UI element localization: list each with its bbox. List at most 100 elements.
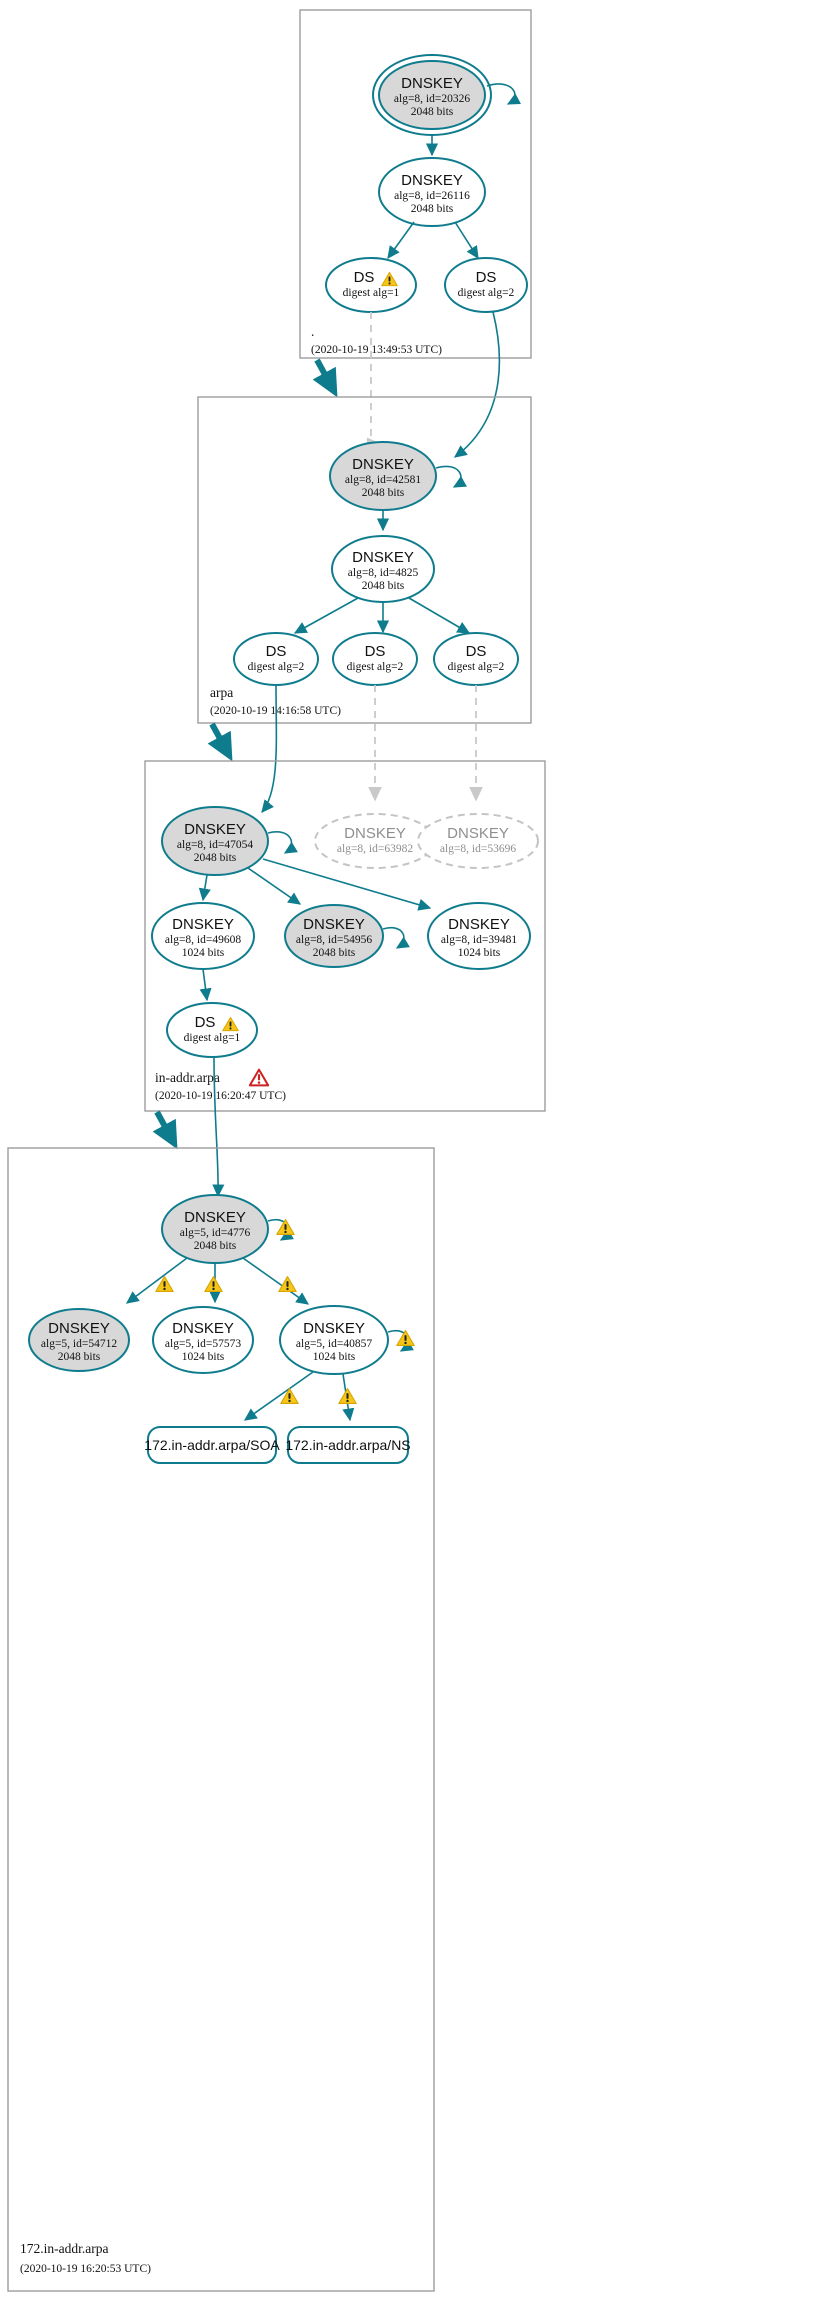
- rrset-172-soa[interactable]: 172.in-addr.arpa/SOA: [144, 1426, 280, 1464]
- zone-box-inaddr: [144, 760, 546, 1112]
- edge-arpa-zsk-to-ds1: [293, 597, 359, 634]
- node-inaddr-zsk-49608[interactable]: DNSKEY alg=8, id=49608 1024 bits: [151, 902, 255, 970]
- node-root-ds-alg2[interactable]: DS digest alg=2: [444, 257, 528, 313]
- node-bits: 2048 bits: [58, 1351, 101, 1363]
- node-sub: digest alg=2: [448, 661, 505, 673]
- self-sign-loop: [435, 465, 468, 488]
- node-sub: digest alg=1: [184, 1032, 241, 1044]
- warning-icon: [276, 1219, 295, 1235]
- delegation-arrow-root-to-arpa: [312, 358, 338, 398]
- node-arpa-ds-2[interactable]: DS digest alg=2: [332, 632, 418, 686]
- zone-box-root: [299, 9, 532, 359]
- node-title: DNSKEY: [172, 1320, 234, 1337]
- node-title: DNSKEY: [401, 75, 463, 92]
- edge-inaddr-ksk-to-z3: [262, 858, 432, 911]
- node-inaddr-bogus-63982[interactable]: DNSKEY alg=8, id=63982: [314, 813, 436, 869]
- node-alg: alg=8, id=20326: [394, 93, 470, 105]
- node-alg: alg=8, id=26116: [394, 190, 470, 202]
- node-sub: digest alg=2: [347, 661, 404, 673]
- node-arpa-zsk[interactable]: DNSKEY alg=8, id=4825 2048 bits: [331, 535, 435, 603]
- edge-inaddr-z1-to-ds: [199, 968, 212, 1002]
- node-bits: 2048 bits: [313, 947, 356, 959]
- node-alg: alg=5, id=4776: [180, 1227, 251, 1239]
- node-title: DNSKEY: [172, 916, 234, 933]
- node-arpa-ds-3[interactable]: DS digest alg=2: [433, 632, 519, 686]
- edge-ds1-to-arpa-ksk-insecure: [366, 312, 380, 454]
- warning-icon: [396, 1330, 415, 1346]
- node-bits: 1024 bits: [458, 947, 501, 959]
- node-root-ds-alg1[interactable]: DS digest alg=1: [325, 257, 417, 313]
- warning-icon-edge-z3: [278, 1276, 297, 1292]
- zone-box-arpa: [197, 396, 532, 724]
- node-bits: 1024 bits: [182, 1351, 225, 1363]
- node-bits: 2048 bits: [411, 203, 454, 215]
- zone-timestamp-root: (2020-10-19 13:49:53 UTC): [311, 344, 442, 356]
- edge-inaddr-ksk-to-z1: [198, 874, 211, 902]
- edge-172-z3-to-soa: [243, 1371, 314, 1421]
- edge-inaddr-ksk-to-z2: [247, 867, 302, 905]
- node-inaddr-bogus-53696[interactable]: DNSKEY alg=8, id=53696: [417, 813, 539, 869]
- node-title: DNSKEY: [448, 916, 510, 933]
- node-sub: digest alg=2: [248, 661, 305, 673]
- error-icon: [249, 1068, 269, 1087]
- node-title: DNSKEY: [352, 456, 414, 473]
- self-sign-loop: [382, 926, 410, 949]
- node-inaddr-ds[interactable]: DS digest alg=1: [166, 1002, 258, 1058]
- node-172-zsk-57573[interactable]: DNSKEY alg=5, id=57573 1024 bits: [152, 1306, 254, 1374]
- node-alg: alg=8, id=4825: [348, 567, 419, 579]
- node-arpa-ksk[interactable]: DNSKEY alg=8, id=42581 2048 bits: [329, 441, 468, 511]
- zone-name-root: .: [311, 324, 314, 339]
- zone-box-172: [7, 1147, 435, 2292]
- delegation-arrow-inaddr-to-172: [152, 1110, 178, 1150]
- node-bits: 1024 bits: [313, 1351, 356, 1363]
- node-172-ksk[interactable]: DNSKEY alg=5, id=4776 2048 bits: [161, 1194, 295, 1264]
- node-alg: alg=5, id=40857: [296, 1338, 372, 1350]
- node-title: DS: [266, 643, 287, 660]
- warning-icon-edge-ns: [338, 1388, 357, 1404]
- node-172-zsk-40857[interactable]: DNSKEY alg=5, id=40857 1024 bits: [279, 1305, 415, 1375]
- node-inaddr-zsk-39481[interactable]: DNSKEY alg=8, id=39481 1024 bits: [427, 902, 531, 970]
- edge-ds2-to-arpa-ksk: [453, 311, 501, 458]
- node-alg: alg=8, id=42581: [345, 474, 421, 486]
- node-title: DNSKEY: [303, 1320, 365, 1337]
- node-title: DS: [195, 1014, 216, 1031]
- rrset-172-ns[interactable]: 172.in-addr.arpa/NS: [285, 1426, 411, 1464]
- node-bits: 2048 bits: [411, 106, 454, 118]
- zone-timestamp-inaddr: (2020-10-19 16:20:47 UTC): [155, 1090, 286, 1102]
- node-title: DS: [466, 643, 487, 660]
- node-alg: alg=8, id=63982: [337, 843, 413, 855]
- node-inaddr-ksk[interactable]: DNSKEY alg=8, id=47054 2048 bits: [161, 806, 298, 876]
- node-title: DNSKEY: [447, 825, 509, 842]
- node-bits: 2048 bits: [362, 487, 405, 499]
- edge-root-zsk-to-ds1: [387, 221, 415, 260]
- edge-arpa-zsk-to-ds3: [408, 597, 471, 634]
- node-inaddr-zsk-54956[interactable]: DNSKEY alg=8, id=54956 2048 bits: [284, 904, 410, 968]
- warning-icon-edge-z2: [204, 1276, 223, 1292]
- node-bits: 2048 bits: [362, 580, 405, 592]
- rrset-label: 172.in-addr.arpa/SOA: [144, 1437, 280, 1453]
- node-bits: 2048 bits: [194, 852, 237, 864]
- node-root-zsk[interactable]: DNSKEY alg=8, id=26116 2048 bits: [378, 157, 486, 227]
- node-title: DNSKEY: [401, 172, 463, 189]
- node-alg: alg=5, id=57573: [165, 1338, 241, 1350]
- node-root-ksk[interactable]: DNSKEY alg=8, id=20326 2048 bits: [372, 54, 522, 136]
- zone-name-inaddr: in-addr.arpa: [155, 1070, 220, 1085]
- node-title: DS: [365, 643, 386, 660]
- node-title: DS: [476, 269, 497, 286]
- node-arpa-ds-1[interactable]: DS digest alg=2: [233, 632, 319, 686]
- node-172-zsk-54712[interactable]: DNSKEY alg=5, id=54712 2048 bits: [28, 1308, 130, 1372]
- node-alg: alg=5, id=54712: [41, 1338, 117, 1350]
- edge-172-ksk-to-z3: [242, 1257, 310, 1305]
- edge-172-ksk-to-z1: [125, 1257, 188, 1304]
- node-title: DS: [354, 269, 375, 286]
- node-title: DNSKEY: [344, 825, 406, 842]
- node-title: DNSKEY: [184, 821, 246, 838]
- zone-timestamp-172: (2020-10-19 16:20:53 UTC): [20, 2263, 151, 2275]
- node-alg: alg=8, id=54956: [296, 934, 372, 946]
- node-title: DNSKEY: [303, 916, 365, 933]
- zone-name-arpa: arpa: [210, 685, 233, 700]
- node-alg: alg=8, id=49608: [165, 934, 241, 946]
- node-alg: alg=8, id=39481: [441, 934, 517, 946]
- edge-inaddr-ds-to-172-ksk: [212, 1056, 225, 1198]
